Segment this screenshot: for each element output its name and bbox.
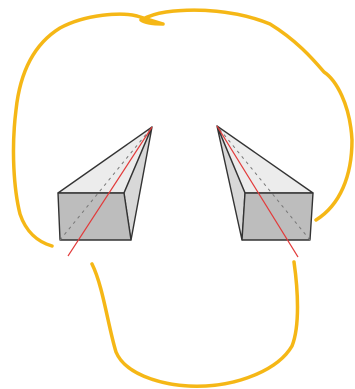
left-prism: [58, 127, 152, 256]
left-prism-front-face: [58, 193, 131, 240]
right-prism: [217, 126, 313, 257]
